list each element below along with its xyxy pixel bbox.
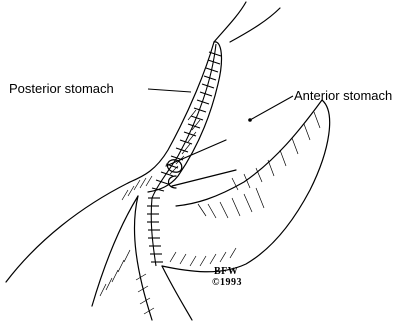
anterior-stomach-label: Anterior stomach bbox=[294, 88, 392, 103]
posterior-stomach-outline bbox=[130, 42, 214, 182]
tissue-shading bbox=[100, 110, 320, 314]
retractor-line-2 bbox=[172, 170, 236, 186]
retractor-line-1 bbox=[166, 140, 226, 166]
posterior-leader-line bbox=[148, 89, 191, 92]
copyright-year: ©1993 bbox=[212, 277, 242, 288]
anterior-leader-dot bbox=[248, 118, 252, 122]
artist-initials: BFW bbox=[214, 266, 238, 277]
posterior-stomach-label: Posterior stomach bbox=[9, 81, 114, 96]
suture-line bbox=[147, 44, 221, 266]
anterior-leader-line bbox=[250, 96, 293, 120]
anterior-stomach-outline bbox=[176, 100, 322, 206]
